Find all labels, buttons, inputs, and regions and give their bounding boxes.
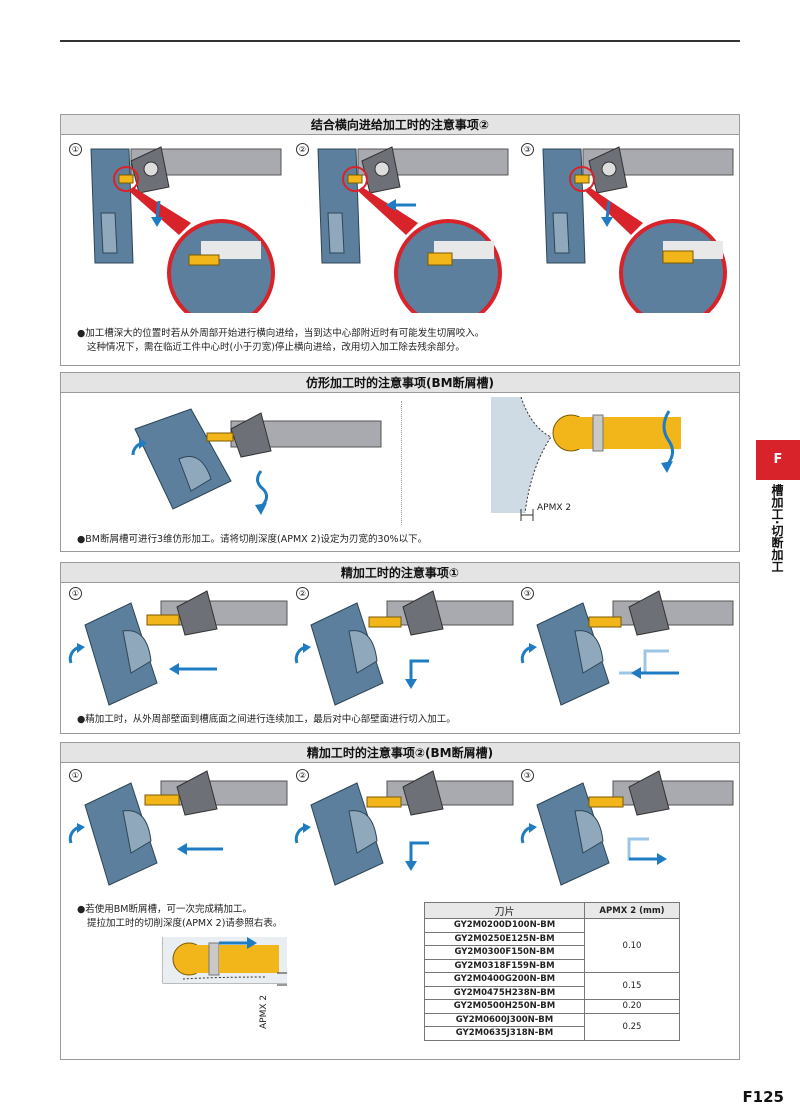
chapter-tab[interactable]: F (756, 440, 800, 480)
insert-code: GY2M0250E125N-BM (424, 931, 585, 946)
cross-feed-figure-3 (542, 146, 734, 313)
apmx-table: 刀片 APMX 2 (mm) GY2M0200D100N-BM 0.10 GY2… (424, 902, 680, 1041)
pull-up-diagram (162, 937, 287, 986)
note-line: 提拉加工时的切削深度(APMX 2)请参照右表。 (87, 918, 283, 929)
table-header: APMX 2 (mm) (584, 902, 680, 919)
section-note: ●加工槽深大的位置时若从外周部开始进行横向进给，当到达中心部附近时有可能发生切屑… (77, 327, 484, 355)
step-number: ① (69, 143, 82, 156)
note-line: 这种情况下，需在临近工件中心时(小于刃宽)停止横向进给，改用切入加工除去残余部分… (87, 342, 465, 353)
table-row: GY2M0400G200N-BM 0.15 (424, 972, 680, 1000)
insert-code: GY2M0200D100N-BM (424, 918, 585, 933)
top-rule (60, 40, 740, 42)
section-title: 结合横向进给加工时的注意事项② (61, 115, 739, 135)
page-number: F125 (742, 1088, 784, 1106)
cross-feed-figure-1 (90, 146, 282, 313)
step-number: ③ (521, 143, 534, 156)
table-row: GY2M0200D100N-BM 0.10 (424, 918, 680, 973)
section-title: 仿形加工时的注意事项(BM断屑槽) (61, 373, 739, 393)
finishing-figure-2 (294, 590, 514, 706)
apmx-label: APMX 2 (537, 503, 572, 513)
table-row: GY2M0500H250N-BM 0.20 (424, 999, 680, 1014)
step-number: ② (296, 587, 309, 600)
table-row: GY2M0600J300N-BM 0.25 (424, 1012, 680, 1041)
section-cross-feed: 结合横向进给加工时的注意事项② ① ② ③ (60, 114, 740, 366)
insert-code: GY2M0475H238N-BM (424, 985, 585, 1000)
section-note: ●BM断屑槽可进行3维仿形加工。请将切削深度(APMX 2)设定为刃宽的30%以… (77, 534, 428, 545)
step-number: ① (69, 587, 82, 600)
section-note: ●精加工时，从外周部壁面到槽底面之间进行连续加工，最后对中心部壁面进行切入加工。 (77, 714, 456, 725)
apmx-label: APMX 2 (259, 994, 269, 1029)
insert-code: GY2M0600J300N-BM (424, 1012, 585, 1027)
step-number: ② (296, 769, 309, 782)
section-profiling: 仿形加工时的注意事项(BM断屑槽) APMX 2 ●BM断屑槽可进行3维仿形加工… (60, 372, 740, 552)
profiling-figure-left (131, 408, 382, 515)
apmx-value: 0.25 (584, 1012, 680, 1041)
note-line: ●若使用BM断屑槽，可一次完成精加工。 (77, 904, 253, 915)
insert-code: GY2M0635J318N-BM (424, 1026, 585, 1041)
step-number: ① (69, 769, 82, 782)
cross-feed-figure-2 (317, 146, 509, 313)
apmx-value: 0.20 (584, 999, 680, 1014)
section-note: ●若使用BM断屑槽，可一次完成精加工。 提拉加工时的切削深度(APMX 2)请参… (77, 903, 282, 931)
chapter-label: 槽加工·切断加工 (770, 484, 784, 573)
step-number: ③ (521, 587, 534, 600)
finishing-figure-1 (68, 590, 288, 706)
section-title: 精加工时的注意事项① (61, 563, 739, 583)
note-line: ●加工槽深大的位置时若从外周部开始进行横向进给，当到达中心部附近时有可能发生切屑… (77, 328, 485, 339)
insert-code: GY2M0318F159N-BM (424, 958, 585, 973)
table-row: GY2M0635J318N-BM (424, 1026, 680, 1041)
finishing-figure-3 (520, 590, 734, 706)
table-header: 刀片 (424, 902, 585, 919)
apmx-value: 0.15 (584, 972, 680, 1000)
step-number: ③ (521, 769, 534, 782)
profiling-figure-right (491, 397, 681, 521)
bm-finishing-figure-1 (68, 770, 288, 886)
insert-code: GY2M0400G200N-BM (424, 972, 585, 987)
step-number: ② (296, 143, 309, 156)
section-finishing-1: 精加工时的注意事项① ① ② ③ ●精加工时，从外周部壁面到槽底 (60, 562, 740, 734)
table-header-row: 刀片 APMX 2 (mm) (424, 902, 680, 919)
insert-code: GY2M0300F150N-BM (424, 945, 585, 960)
bm-finishing-figure-2 (294, 770, 514, 886)
insert-code: GY2M0500H250N-BM (424, 999, 585, 1014)
divider (401, 401, 402, 525)
section-title: 精加工时的注意事项②(BM断屑槽) (61, 743, 739, 763)
bm-finishing-figure-3 (520, 770, 734, 886)
apmx-value: 0.10 (584, 918, 680, 973)
